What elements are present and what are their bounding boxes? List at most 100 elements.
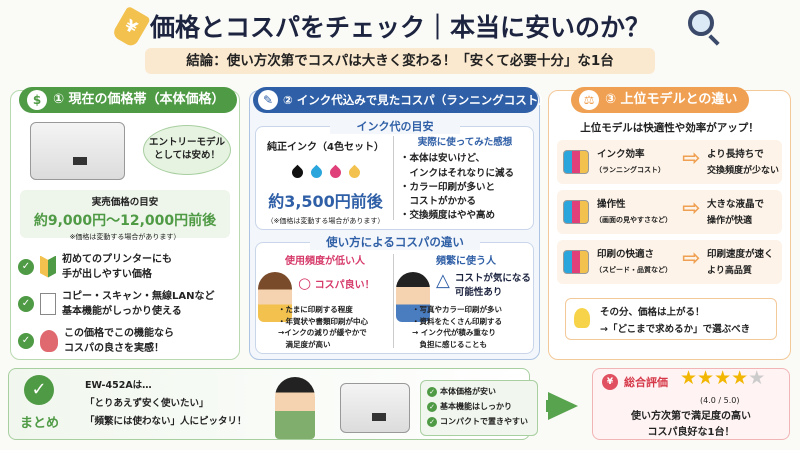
summary-line: 「とりあえず安く使いたい」 bbox=[85, 398, 209, 410]
row-result: 操作が快適 bbox=[707, 216, 753, 226]
lightbulb-icon bbox=[574, 308, 590, 328]
section-title: インク代の目安 bbox=[330, 118, 460, 134]
beginner-mark-icon bbox=[40, 255, 56, 278]
summary-label: まとめ bbox=[20, 416, 60, 431]
check-text: 本体価格が安い bbox=[440, 387, 496, 396]
impressions-title: 実際に使ってみた感想 bbox=[417, 137, 513, 148]
high-usage-title: 頻繁に使う人 bbox=[436, 256, 496, 267]
feature-item: ✓ コピー・スキャン・無線LANなど基本機能がしっかり使える bbox=[18, 285, 238, 322]
ink-drop-icon bbox=[346, 164, 362, 181]
panel-title: ② インク代込みで見たコスパ（ランニングコスト） bbox=[283, 93, 550, 107]
ink-bottle-icon: ✎ bbox=[258, 90, 278, 110]
printer-image bbox=[30, 122, 125, 180]
money-bag-icon: $ bbox=[27, 90, 47, 110]
star-icon: ★ bbox=[697, 367, 715, 389]
printer-image bbox=[340, 383, 410, 433]
page-title: 価格とコスパをチェック｜本当に安いのか？ bbox=[149, 13, 650, 42]
check-text: 基本機能はしっかり bbox=[440, 401, 512, 411]
bubble-line: エントリーモデル bbox=[148, 137, 225, 149]
tip-line: その分、価格は上がる！ bbox=[600, 307, 705, 318]
arrow-right-icon: ⇨ bbox=[682, 146, 701, 171]
evaluation-label: 総合評価 bbox=[624, 376, 668, 389]
check-icon: ✓ bbox=[427, 401, 437, 412]
feature-text: コピー・スキャン・無線LANなど bbox=[62, 290, 215, 302]
star-icon: ★ bbox=[731, 367, 749, 389]
high-usage-point: ・写真やカラー印刷が多い bbox=[412, 305, 502, 314]
usage-comparison-box bbox=[255, 242, 534, 354]
high-usage-point: → インク代が積み重なり bbox=[412, 328, 496, 338]
check-icon: ✓ bbox=[18, 258, 34, 275]
price-box: 実売価格の目安 約9,000円〜12,000円前後 ※価格は変動する場合がありま… bbox=[20, 190, 230, 241]
row-name: 印刷の快適さ bbox=[597, 249, 655, 260]
row-result: 印刷速度が速く bbox=[707, 249, 774, 260]
check-text: コンパクトで置きやすい bbox=[440, 416, 528, 426]
ink-price: 約3,500円前後 bbox=[268, 192, 383, 211]
bubble-line: としては安め！ bbox=[153, 150, 220, 161]
low-verdict: コスパ良い！ bbox=[314, 280, 375, 291]
panel-header: ⚖③ 上位モデルとの違い bbox=[571, 87, 750, 113]
ink-drop-icon bbox=[308, 164, 324, 181]
evaluation-line: 使い方次第で満足度の高い bbox=[631, 411, 751, 422]
star-icon: ★ bbox=[748, 367, 766, 389]
low-usage-point: →インクの減りが緩やかで bbox=[278, 328, 367, 338]
arrow-right-icon: ⇨ bbox=[682, 196, 701, 221]
score-text: (4.0 / 5.0) bbox=[700, 396, 740, 405]
section-title: 使い方によるコスパの違い bbox=[310, 234, 480, 250]
low-usage-point: ・年賀状や書類印刷が中心 bbox=[278, 316, 368, 326]
check-item: ✓本体価格が安い bbox=[427, 385, 531, 400]
panel-title: ① 現在の価格帯（本体価格） bbox=[53, 92, 225, 107]
tip-box: その分、価格は上がる！ →「どこまで求めるか」で選ぶべき bbox=[565, 298, 777, 340]
feature-item: ✓初めてのプリンターにも手が出しやすい価格 bbox=[18, 248, 238, 285]
award-ribbon-icon: ¥ bbox=[602, 374, 618, 390]
check-item: ✓基本機能はしっかり bbox=[427, 400, 531, 415]
impression-item: コストがかかる bbox=[400, 196, 477, 207]
ink-note: （※価格は変動する場合があります） bbox=[266, 217, 385, 225]
man-avatar bbox=[396, 272, 430, 322]
impression-item: ・本体は安いけど、 bbox=[400, 153, 486, 165]
feature-text: 手が出しやすい価格 bbox=[62, 268, 152, 280]
feature-text: コスパの良さを実感！ bbox=[64, 342, 164, 354]
high-verdict: 可能性あり bbox=[454, 287, 503, 298]
star-rating: ★★★★★ bbox=[680, 367, 765, 389]
impression-item: ・交換頻度はやや高め bbox=[400, 210, 496, 222]
low-usage-title: 使用頻度が低い人 bbox=[285, 256, 365, 267]
print-output-icon bbox=[563, 250, 589, 274]
check-circle-icon: ✓ bbox=[24, 375, 54, 405]
high-usage-point: 負担に感じることも bbox=[412, 339, 487, 349]
evaluation-line: コスパ良好な1台！ bbox=[647, 426, 735, 438]
price-label: 実売価格の目安 bbox=[91, 197, 159, 208]
magnifier-icon bbox=[688, 10, 714, 36]
check-icon: ✓ bbox=[427, 387, 437, 397]
check-item: ✓コンパクトで置きやすい bbox=[427, 415, 531, 430]
tip-line: →「どこまで求めるか」で選ぶべき bbox=[600, 324, 751, 335]
impression-item: ・カラー印刷が多いと bbox=[400, 181, 496, 193]
ink-drops-icon bbox=[258, 163, 393, 182]
comparison-row: 印刷の快適さ （スピード・品質など） ⇨ 印刷速度が速くより高品質 bbox=[557, 240, 782, 284]
summary-checklist: ✓本体価格が安い✓基本機能はしっかり✓コンパクトで置きやすい bbox=[420, 380, 538, 436]
panel-lead: 上位モデルは快適性や効率がアップ！ bbox=[580, 122, 759, 134]
panel-header: ✎ ② インク代込みで見たコスパ（ランニングコスト） bbox=[253, 87, 550, 113]
panel-header: $ ① 現在の価格帯（本体価格） bbox=[19, 87, 237, 113]
check-icon: ✓ bbox=[18, 332, 34, 349]
check-icon: ✓ bbox=[18, 295, 34, 312]
row-result: より高品質 bbox=[707, 266, 752, 276]
documents-icon bbox=[40, 292, 56, 315]
comparison-row: インク効率（ランニングコスト）⇨より長持ちで交換頻度が少ない bbox=[557, 140, 782, 184]
coin-purse-icon bbox=[40, 329, 58, 352]
woman-avatar bbox=[258, 272, 292, 322]
high-verdict: コストが気になる bbox=[454, 273, 531, 284]
low-usage-point: 満足度が高い bbox=[278, 339, 331, 349]
comparison-row: 操作性 （画面の見やすさなど） ⇨ 大きな液晶で操作が快適 bbox=[557, 190, 782, 234]
row-name: 操作性 bbox=[597, 199, 626, 210]
low-usage-point: ・たまに印刷する程度 bbox=[278, 305, 353, 314]
feature-text: 基本機能がしっかり使える bbox=[62, 305, 182, 317]
arrow-right-icon: ⇨ bbox=[682, 246, 701, 271]
row-result: 大きな液晶で bbox=[707, 199, 765, 210]
feature-item: ✓この価格でこの機能ならコスパの良さを実感！ bbox=[18, 322, 238, 359]
row-result: より長持ちで bbox=[707, 149, 764, 160]
row-sub: （画面の見やすさなど） bbox=[595, 216, 672, 224]
overall-evaluation-box bbox=[592, 368, 790, 440]
ink-bottles-icon bbox=[563, 150, 589, 174]
model-name: EW-452Aは… bbox=[85, 380, 152, 391]
row-sub: （スピード・品質など） bbox=[595, 266, 672, 274]
